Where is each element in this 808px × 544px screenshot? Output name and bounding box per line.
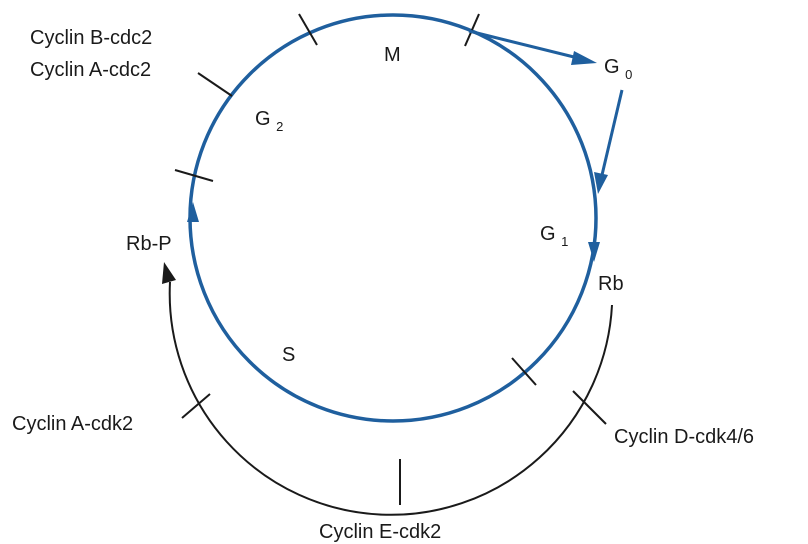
phase-g2-main: G: [255, 108, 271, 130]
phase-g2-subscript: 2: [276, 119, 283, 134]
cycle-arrowhead-g2: [187, 202, 199, 222]
phase-s-label: S: [282, 344, 295, 366]
cyclin-e-cdk2-label: Cyclin E-cdk2: [319, 521, 441, 543]
cycle-arrowhead-g1: [588, 242, 600, 262]
phase-g2-label: G 2: [255, 108, 283, 134]
phase-g0-main: G: [604, 56, 620, 78]
cyclin-a-cdc2-label: Cyclin A-cdc2: [30, 59, 151, 81]
phase-g1-main: G: [540, 223, 556, 245]
phase-tick-g2-s: [174, 169, 214, 182]
cyclin-a-cdk2-label: Cyclin A-cdk2: [12, 413, 133, 435]
rb-phosphorylation-arrowhead: [162, 262, 176, 284]
cyclin-d-cdk46-label: Cyclin D-cdk4/6: [614, 426, 754, 448]
phase-g0-label: G 0: [604, 56, 632, 82]
rb-label: Rb: [598, 273, 624, 295]
cyclin-b-cdc2-label: Cyclin B-cdc2: [30, 27, 152, 49]
arrow-from-g0-line: [600, 89, 624, 176]
phase-g1-label: G 1: [540, 223, 568, 249]
phase-g1-subscript: 1: [561, 234, 568, 249]
cell-cycle-circle: [188, 13, 598, 423]
phase-m-label: M: [384, 44, 401, 66]
phase-g0-subscript: 0: [625, 67, 632, 82]
arrow-from-g0-head: [594, 172, 608, 194]
leader-cyclin-d-cdk46: [572, 390, 607, 425]
rb-phosphorylation-arc: [168, 281, 613, 516]
phase-tick-g1-s: [511, 357, 537, 386]
phase-tick-m-right: [464, 13, 480, 47]
leader-cyclin-a-cdc2: [197, 72, 233, 97]
leader-cyclin-a-cdk2: [181, 393, 211, 419]
phase-tick-m-left: [298, 13, 318, 46]
arrow-to-g0-head: [571, 51, 597, 65]
rb-p-label: Rb-P: [126, 233, 172, 255]
arrow-to-g0-line: [468, 29, 579, 60]
